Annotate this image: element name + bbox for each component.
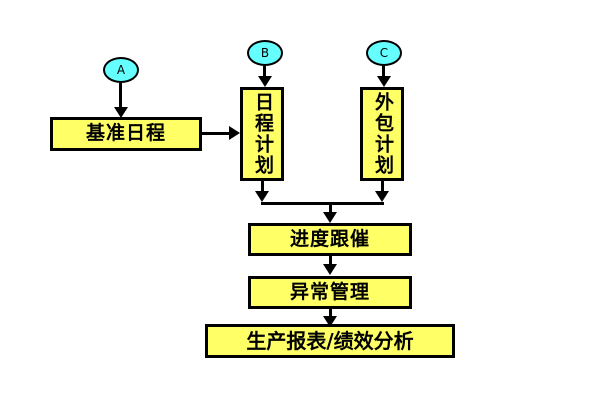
node-schedule-plan[interactable]: 日程计划 xyxy=(240,87,284,181)
node-exception-management-label: 异常管理 xyxy=(289,280,370,303)
edge-plan-to-bus-arrowhead xyxy=(255,191,269,202)
edge-c-to-outsourcing-arrowhead xyxy=(377,76,391,87)
node-schedule-plan-label: 日程计划 xyxy=(251,92,274,176)
edge-b-to-plan-arrowhead xyxy=(258,76,272,87)
edge-baseline-to-plan-line xyxy=(202,132,232,135)
node-production-report[interactable]: 生产报表/绩效分析 xyxy=(205,324,455,358)
edge-progress-to-exception-arrowhead xyxy=(323,264,337,275)
edge-outsourcing-to-bus-arrowhead xyxy=(375,191,389,202)
connector-b-label: B xyxy=(260,46,270,60)
edge-progress-to-exception-line xyxy=(329,256,332,269)
connector-a[interactable]: A xyxy=(103,57,139,83)
edge-exception-to-report-arrowhead xyxy=(323,316,337,327)
node-baseline-schedule-label: 基准日程 xyxy=(85,122,166,145)
connector-b[interactable]: B xyxy=(247,40,283,66)
edge-bus-to-progress-line xyxy=(329,202,332,217)
connector-a-label: A xyxy=(116,63,126,77)
edge-exception-to-report-line xyxy=(329,309,332,322)
node-exception-management[interactable]: 异常管理 xyxy=(248,276,412,309)
node-progress-follow-up-label: 进度跟催 xyxy=(289,227,370,250)
node-outsourcing-plan[interactable]: 外包计划 xyxy=(360,87,404,181)
edge-plan-to-bus-line xyxy=(261,181,264,198)
connector-c-label: C xyxy=(379,46,389,60)
edge-b-to-plan-line xyxy=(263,66,266,80)
node-outsourcing-plan-label: 外包计划 xyxy=(371,92,394,176)
edge-a-to-baseline-arrowhead xyxy=(114,107,128,118)
connector-c[interactable]: C xyxy=(366,40,402,66)
edge-baseline-to-plan-arrowhead xyxy=(229,126,240,140)
edge-bus-to-progress-arrowhead xyxy=(323,212,337,223)
edge-c-to-outsourcing-line xyxy=(382,66,385,80)
merge-bus-line xyxy=(261,202,384,205)
node-production-report-label: 生产报表/绩效分析 xyxy=(246,328,414,353)
node-baseline-schedule[interactable]: 基准日程 xyxy=(50,117,202,151)
edge-outsourcing-to-bus-line xyxy=(381,181,384,198)
edge-a-to-baseline-line xyxy=(119,83,122,111)
node-progress-follow-up[interactable]: 进度跟催 xyxy=(248,223,412,256)
